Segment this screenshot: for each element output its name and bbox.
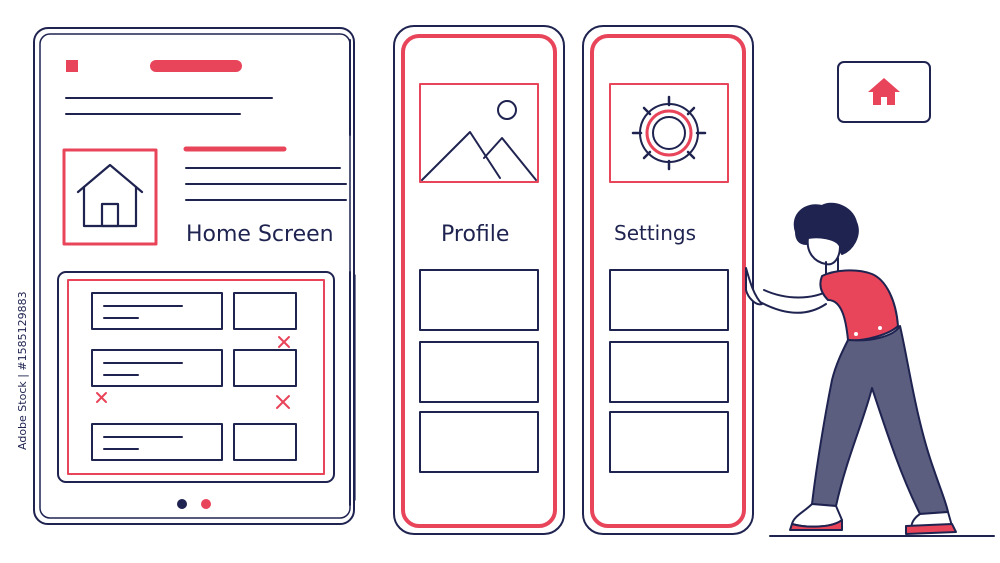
person-illustration: [745, 202, 995, 537]
settings-phone: [582, 25, 754, 535]
pager-dot: [177, 499, 187, 509]
home-button[interactable]: [837, 61, 931, 123]
header-logo: [66, 60, 78, 72]
cross-marks: [96, 336, 290, 409]
profile-card: [419, 411, 539, 473]
profile-card: [419, 269, 539, 331]
gear-icon: [609, 83, 729, 183]
house-tile: [62, 148, 158, 246]
header-title-bar: [150, 60, 242, 72]
pager-dot-active: [201, 499, 211, 509]
home-screen-label: Home Screen: [186, 222, 334, 247]
profile-label: Profile: [441, 222, 510, 247]
mountain-image-icon: [419, 83, 539, 183]
home-icon: [868, 78, 900, 105]
list-row: [91, 292, 297, 330]
profile-card: [419, 341, 539, 403]
stock-watermark: Adobe Stock | #1585129883: [16, 291, 29, 450]
list-row: [91, 423, 297, 461]
list-panel: [57, 271, 335, 483]
list-row: [91, 349, 297, 387]
settings-card: [609, 269, 729, 331]
profile-phone: [393, 25, 565, 535]
settings-label: Settings: [614, 221, 697, 245]
settings-card: [609, 341, 729, 403]
house-icon: [76, 163, 144, 228]
home-screen-phone: [33, 27, 356, 525]
settings-card: [609, 411, 729, 473]
